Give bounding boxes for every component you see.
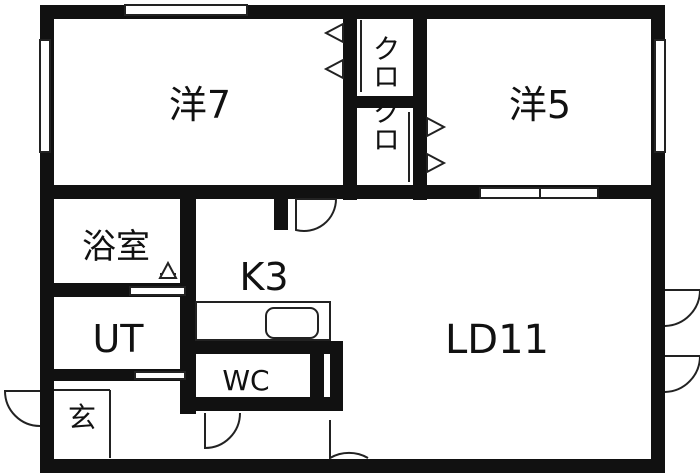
room-label-western-7: 洋7 [169,83,231,127]
room-label-living-dining: LD11 [445,317,549,363]
room-label-closet-2: クロ [369,97,402,153]
room-label-western-5: 洋5 [509,83,571,127]
kitchen-counter [195,301,331,341]
room-label-toilet: WC [222,364,269,397]
closet-doors [323,20,447,182]
room-label-entrance: 玄 [68,401,96,434]
windows [39,4,666,380]
room-label-utility: UT [92,317,144,361]
room-label-kitchen: K3 [239,255,288,299]
entrance-step [54,389,111,458]
room-label-bath: 浴室 [82,227,150,267]
door-swings [3,198,700,460]
room-label-closet-1: クロ [369,34,402,90]
